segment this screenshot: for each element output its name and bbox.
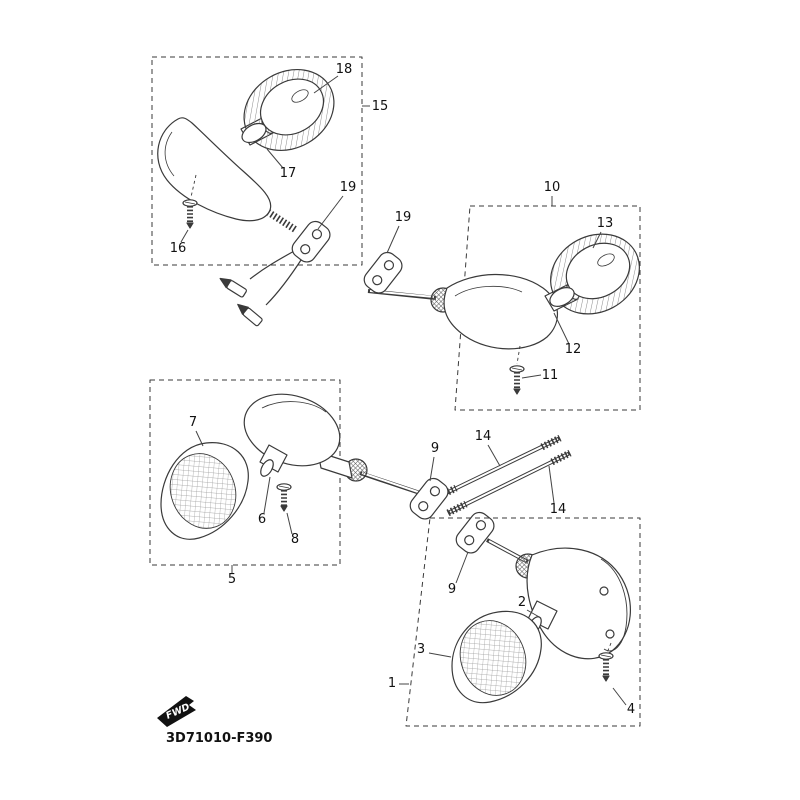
mount-hole-upper [599, 586, 609, 596]
callout-19-right: 19 [395, 210, 412, 225]
callout-4: 4 [627, 702, 635, 717]
callout-15: 15 [372, 99, 389, 114]
callout-13: 13 [597, 216, 614, 231]
screw-part-8 [276, 483, 292, 512]
wire-leads [219, 249, 304, 327]
screw-part-11 [509, 365, 525, 395]
screw-part-4 [598, 652, 614, 682]
callout-labels: 18 15 17 16 19 19 10 13 12 11 7 6 8 5 9 … [170, 62, 635, 717]
fwd-arrow-icon [157, 696, 196, 727]
callout-6: 6 [258, 512, 266, 527]
bracket-part-19-right [363, 251, 403, 294]
lens-part-13 [549, 233, 640, 315]
housing-body-part-12 [443, 273, 559, 350]
callout-7: 7 [189, 415, 197, 430]
assembly-group-middle-right [363, 205, 641, 411]
screw-axis-dashed-line [606, 642, 612, 654]
callout-17: 17 [280, 166, 297, 181]
diagram-code: 3D71010-F390 [166, 731, 272, 746]
rod-part-14-upper [436, 434, 562, 501]
lens-part-18 [241, 68, 335, 152]
lens-part-7 [160, 442, 249, 540]
bracket-part-9-lower [455, 511, 495, 554]
group-box-15 [151, 56, 363, 266]
assembly-group-middle-left [149, 379, 572, 566]
callout-leader-lines [180, 75, 627, 706]
callout-8: 8 [291, 532, 299, 547]
lens-part-3 [451, 610, 542, 704]
rod-part-14-lower [446, 449, 572, 517]
assembly-group-bottom-right [405, 517, 641, 727]
screw-part-16 [182, 199, 198, 229]
bracket-part-19-left [291, 220, 331, 263]
callout-14-lower: 14 [550, 502, 567, 517]
mount-hole-lower [605, 629, 615, 639]
callout-5: 5 [228, 572, 236, 587]
bulb-socket-part-6 [259, 444, 288, 477]
group-box-10 [454, 205, 641, 411]
callout-3: 3 [417, 642, 425, 657]
callout-12: 12 [565, 342, 582, 357]
callout-9-upper: 9 [431, 441, 439, 456]
callout-14-upper: 14 [475, 429, 492, 444]
callout-1: 1 [388, 676, 396, 691]
callout-18: 18 [336, 62, 353, 77]
group-box-1 [405, 517, 641, 727]
callout-16: 16 [170, 241, 187, 256]
assembly-group-top-left [151, 56, 363, 327]
bracket-part-9-upper [409, 477, 449, 520]
callout-19-left: 19 [340, 180, 357, 195]
threaded-stem-left [266, 209, 298, 233]
mounting-rod-left [359, 471, 421, 495]
callout-9-lower: 9 [448, 582, 456, 597]
callout-2: 2 [518, 595, 526, 610]
housing-body-left [157, 117, 272, 222]
screw-axis-dashed-line [190, 174, 197, 198]
callout-11: 11 [542, 368, 559, 383]
callout-10: 10 [544, 180, 561, 195]
